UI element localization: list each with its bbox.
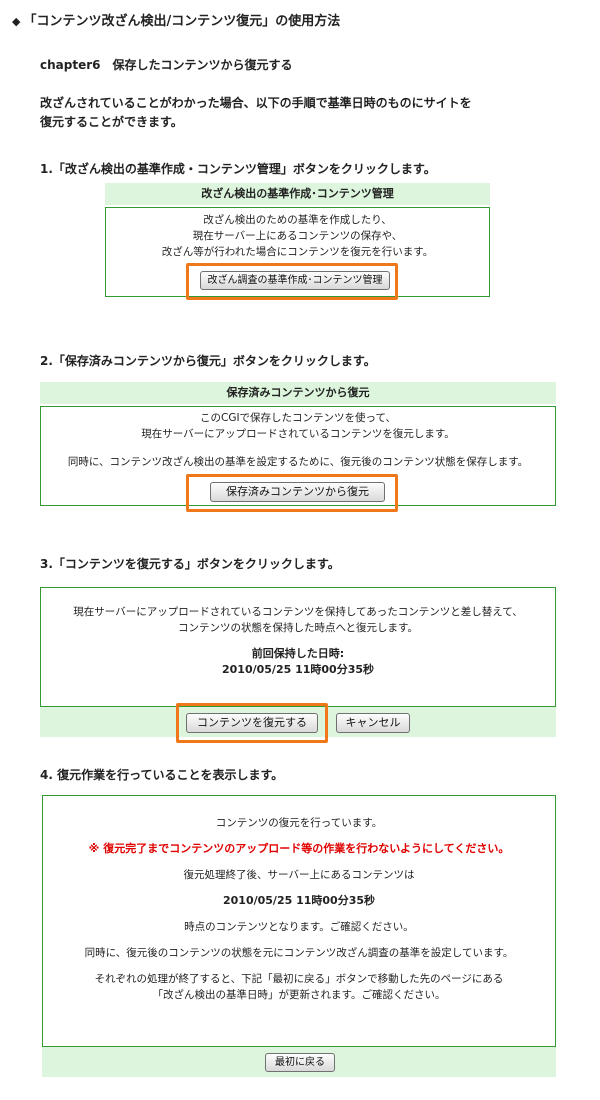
step1-panel-text: 改ざん検出のための基準を作成したり、 現在サーバー上にあるコンテンツの保存や、 … [106, 212, 489, 260]
step3-line-2: コンテンツの状態を保持した時点へと復元します。 [178, 622, 418, 634]
cancel-button[interactable]: キャンセル [336, 713, 410, 733]
step4-date: 2010/05/25 11時00分35秒 [222, 894, 376, 907]
step1-label: 1.「改ざん検出の基準作成・コンテンツ管理」ボタンをクリックします。 [40, 162, 436, 176]
step4-line-2: 復元処理終了後、サーバー上にあるコンテンツは [183, 869, 415, 881]
step1-line-2: 現在サーバー上にあるコンテンツの保存や、 [192, 230, 403, 242]
step4-warning: ※ 復元完了までコンテンツのアップロード等の作業を行わないようにしてください。 [88, 842, 510, 855]
page-title: ◆「コンテンツ改ざん検出/コンテンツ復元」の使用方法 [12, 10, 340, 29]
step2-line-1: このCGIで保存したコンテンツを使って、 [199, 412, 396, 424]
intro-line-1: 改ざんされていることがわかった場合、以下の手順で基準日時のものにサイトを [40, 96, 472, 110]
step1-panel-header: 改ざん検出の基準作成･コンテンツ管理 [105, 183, 490, 205]
step2-label: 2.「保存済みコンテンツから復元」ボタンをクリックします。 [40, 354, 376, 368]
restore-from-saved-button[interactable]: 保存済みコンテンツから復元 [210, 482, 385, 502]
step4-line-6: 「改ざん検出の基準日時」が更新されます。ご確認ください。 [152, 989, 446, 1001]
intro-text: 改ざんされていることがわかった場合、以下の手順で基準日時のものにサイトを 復元す… [40, 94, 560, 132]
step1-line-1: 改ざん検出のための基準を作成したり、 [203, 214, 392, 226]
step3-line-1: 現在サーバーにアップロードされているコンテンツを保持してあったコンテンツと差し替… [73, 606, 523, 618]
step4-panel: コンテンツの復元を行っています。 ※ 復元完了までコンテンツのアップロード等の作… [42, 795, 556, 1047]
intro-line-2: 復元することができます。 [40, 115, 183, 129]
saved-datetime-label: 前回保持した日時: [251, 647, 345, 660]
page-title-text: 「コンテンツ改ざん検出/コンテンツ復元」の使用方法 [23, 14, 341, 29]
step3-panel-text: 現在サーバーにアップロードされているコンテンツを保持してあったコンテンツと差し替… [41, 604, 555, 678]
step2-panel-header: 保存済みコンテンツから復元 [40, 382, 556, 404]
step4-line-3: 時点のコンテンツとなります。ご確認ください。 [184, 921, 414, 933]
step4-line-4: 同時に、復元後のコンテンツの状態を元にコンテンツ改ざん調査の基準を設定しています… [84, 947, 514, 959]
step2-line-3: 同時に、コンテンツ改ざん検出の基準を設定するために、復元後のコンテンツ状態を保存… [67, 456, 529, 468]
step4-line-1: コンテンツの復元を行っています。 [215, 817, 383, 829]
step4-panel-text: コンテンツの復元を行っています。 ※ 復元完了までコンテンツのアップロード等の作… [43, 815, 555, 1003]
chapter-heading: chapter6 保存したコンテンツから復元する [40, 58, 293, 72]
step2-line-2: 現在サーバーにアップロードされているコンテンツを復元します。 [141, 428, 455, 440]
step1-line-3: 改ざん等が行われた場合にコンテンツを復元を行います。 [161, 246, 434, 258]
restore-contents-button[interactable]: コンテンツを復元する [186, 713, 318, 733]
step3-label: 3.「コンテンツを復元する」ボタンをクリックします。 [40, 557, 340, 571]
back-to-start-button[interactable]: 最初に戻る [265, 1053, 335, 1072]
diamond-bullet-icon: ◆ [12, 15, 21, 28]
step4-label: 4. 復元作業を行っていることを表示します。 [40, 768, 284, 782]
step2-panel-text: このCGIで保存したコンテンツを使って、 現在サーバーにアップロードされているコ… [41, 410, 555, 470]
saved-datetime-value: 2010/05/25 11時00分35秒 [221, 663, 375, 676]
step4-line-5: それぞれの処理が終了すると、下記「最初に戻る」ボタンで移動した先のページにある [94, 973, 504, 985]
step3-panel: 現在サーバーにアップロードされているコンテンツを保持してあったコンテンツと差し替… [40, 587, 556, 707]
create-baseline-button[interactable]: 改ざん調査の基準作成･コンテンツ管理 [200, 271, 390, 290]
